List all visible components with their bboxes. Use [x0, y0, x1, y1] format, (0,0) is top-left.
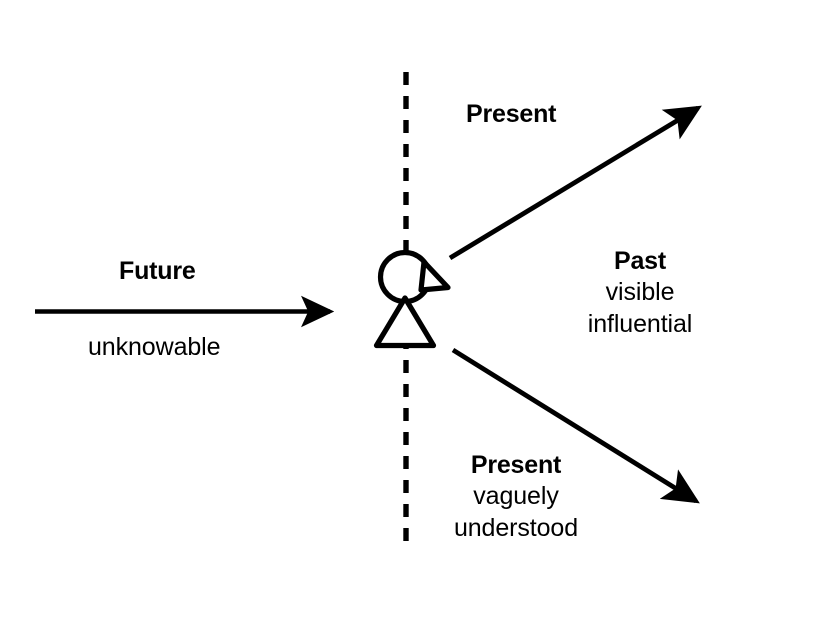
future-heading: Future — [119, 257, 196, 285]
present-lower-description-line-2: understood — [453, 514, 579, 542]
present-lower-heading: Present — [470, 451, 562, 479]
past-label-group: Past visible influential — [540, 247, 740, 338]
future-description: unknowable — [88, 333, 221, 361]
past-description-line-1: visible — [605, 278, 675, 306]
observer-nose-icon — [418, 259, 451, 293]
past-description-line-2: influential — [587, 310, 693, 338]
observer-body-icon — [373, 295, 437, 349]
past-heading: Past — [613, 247, 666, 275]
present-lower-description-line-1: vaguely — [473, 482, 559, 510]
present-upper-heading: Present — [466, 100, 557, 128]
present-upper-arrow — [448, 105, 702, 261]
present-lower-label-group: Present vaguely understood — [418, 451, 614, 542]
present-lower-arrow — [451, 347, 700, 504]
